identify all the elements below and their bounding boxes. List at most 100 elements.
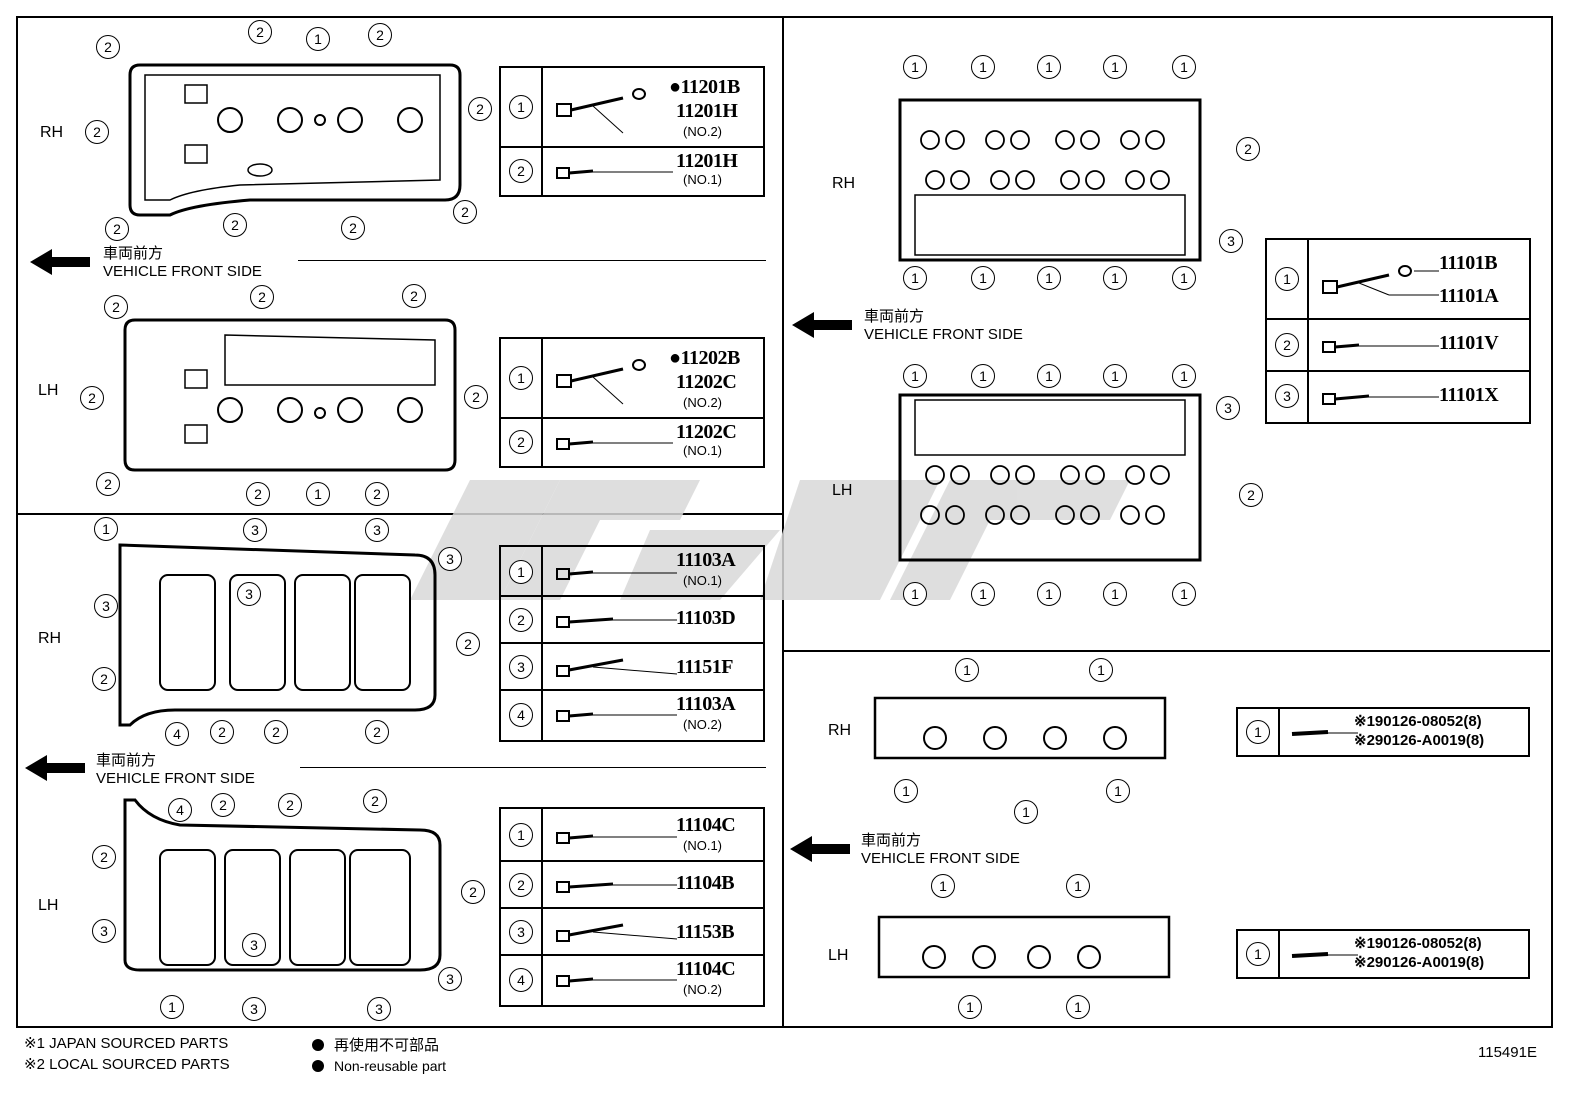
callout-lh-stud: 1 bbox=[958, 995, 982, 1019]
callout-lh-stud: 1 bbox=[931, 874, 955, 898]
front-arrow-icon bbox=[792, 312, 852, 338]
callout-rh-head: 1 bbox=[1103, 266, 1127, 290]
stud-part-2: ※290126-A0019(8) bbox=[1354, 732, 1485, 749]
callout-rh-cover: 2 bbox=[105, 217, 129, 241]
callout-lh-head: 1 bbox=[903, 582, 927, 606]
callout-rh-pan: 1 bbox=[94, 517, 118, 541]
callout-lh-cover: 2 bbox=[402, 284, 426, 308]
stud-rh-table: 1 ※190126-08052(8) ※290126-A0019(8) bbox=[1236, 707, 1530, 757]
stud-rh-drawing bbox=[873, 696, 1167, 760]
callout-rh-stud: 1 bbox=[1106, 779, 1130, 803]
callout-rh-cover: 2 bbox=[468, 97, 492, 121]
callout-lh-pan: 2 bbox=[278, 793, 302, 817]
callout-rh-stud: 1 bbox=[1089, 658, 1113, 682]
part-number: 11104C bbox=[676, 814, 736, 836]
part-sub: (NO.1) bbox=[683, 172, 722, 187]
bullet-icon bbox=[312, 1060, 324, 1072]
stud-lh-table: 1 ※190126-08052(8) ※290126-A0019(8) bbox=[1236, 929, 1530, 979]
bolt-short-icon bbox=[556, 438, 673, 450]
table-row: 1 ●11201B 11201H (NO.2) bbox=[501, 68, 763, 148]
table-row: 2 11103D bbox=[501, 597, 763, 644]
callout-rh-pan: 2 bbox=[264, 720, 288, 744]
callout-lh-pan: 2 bbox=[461, 880, 485, 904]
callout-rh-pan: 3 bbox=[237, 582, 261, 606]
row-number: 3 bbox=[509, 655, 533, 679]
table-row: 2 11104B bbox=[501, 862, 763, 909]
callout-rh-head: 1 bbox=[971, 266, 995, 290]
drawing-frame bbox=[16, 16, 1553, 1028]
callout-rh-head: 1 bbox=[1172, 266, 1196, 290]
callout-rh-stud: 1 bbox=[955, 658, 979, 682]
pan-lh-drawing bbox=[123, 798, 442, 972]
bolt-medium-icon bbox=[1322, 393, 1439, 405]
head-rh-label: RH bbox=[832, 175, 856, 192]
head-table: 1 11101B 11101A 2 11101V 3 11101X bbox=[1265, 238, 1531, 424]
table-row: 3 11101X bbox=[1267, 372, 1529, 422]
head-lh-label: LH bbox=[832, 482, 853, 499]
table-row: 2 11202C (NO.1) bbox=[501, 419, 763, 466]
callout-rh-cover: 1 bbox=[306, 27, 330, 51]
part-number: 11103A bbox=[676, 549, 736, 571]
part-number: 11103D bbox=[676, 607, 736, 629]
callout-lh-pan: 3 bbox=[367, 997, 391, 1021]
callout-lh-pan: 3 bbox=[242, 933, 266, 957]
table-row: 2 11201H (NO.1) bbox=[501, 148, 763, 195]
part-sub: (NO.1) bbox=[683, 443, 722, 458]
drawing-number: 115491E bbox=[1478, 1044, 1537, 1061]
callout-rh-cover: 2 bbox=[85, 120, 109, 144]
callout-lh-pan: 2 bbox=[92, 845, 116, 869]
front-arrow-icon bbox=[30, 249, 90, 275]
part-number-extra: ●11202B bbox=[669, 347, 740, 369]
callout-lh-head: 1 bbox=[971, 364, 995, 388]
table-row: 1 11101B 11101A bbox=[1267, 240, 1529, 320]
bolt-short-icon bbox=[556, 167, 673, 179]
bolt-short-icon bbox=[556, 710, 677, 722]
row-number: 2 bbox=[509, 873, 533, 897]
callout-rh-cover: 2 bbox=[248, 20, 272, 44]
stud-icon bbox=[1291, 730, 1358, 736]
callout-lh-head: 1 bbox=[1103, 364, 1127, 388]
callout-lh-cover: 1 bbox=[306, 482, 330, 506]
callout-rh-cover: 2 bbox=[223, 213, 247, 237]
stud-rh-label: RH bbox=[828, 722, 852, 739]
front-arrow-icon bbox=[25, 755, 85, 781]
callout-lh-cover: 2 bbox=[250, 285, 274, 309]
part-number: 11104C bbox=[676, 958, 736, 980]
callout-rh-head: 1 bbox=[1037, 266, 1061, 290]
table-row: 3 11153B bbox=[501, 909, 763, 956]
row-number: 1 bbox=[1246, 942, 1270, 966]
pan-rh-table: 1 11103A (NO.1) 2 11103D 3 11151F 4 bbox=[499, 545, 765, 742]
callout-lh-head: 1 bbox=[1037, 582, 1061, 606]
bolt-short-icon bbox=[556, 832, 677, 844]
left-divider bbox=[16, 513, 784, 515]
row-number: 4 bbox=[509, 968, 533, 992]
callout-rh-head: 1 bbox=[903, 266, 927, 290]
callout-rh-pan: 3 bbox=[438, 547, 462, 571]
part-number: 11103A bbox=[676, 693, 736, 715]
head-rh-drawing bbox=[898, 98, 1202, 262]
callout-lh-head: 1 bbox=[971, 582, 995, 606]
table-row: 1 11103A (NO.1) bbox=[501, 547, 763, 597]
callout-lh-head: 1 bbox=[1103, 582, 1127, 606]
part-sub: (NO.2) bbox=[683, 717, 722, 732]
callout-rh-head: 2 bbox=[1236, 137, 1260, 161]
callout-lh-pan: 3 bbox=[242, 997, 266, 1021]
callout-rh-head: 1 bbox=[1172, 55, 1196, 79]
callout-lh-stud: 1 bbox=[1066, 874, 1090, 898]
callout-lh-pan: 1 bbox=[160, 995, 184, 1019]
bolt-long-icon bbox=[556, 88, 646, 134]
legend-jp: 再使用不可部品 bbox=[312, 1034, 439, 1055]
center-divider bbox=[782, 16, 784, 1026]
front-rule bbox=[300, 767, 766, 768]
front-arrow-icon bbox=[790, 836, 850, 862]
part-number-extra: ●11201B bbox=[669, 76, 740, 98]
callout-lh-pan: 2 bbox=[363, 789, 387, 813]
table-row: 3 11151F bbox=[501, 644, 763, 691]
stud-lh-drawing bbox=[877, 915, 1171, 979]
right-divider bbox=[784, 650, 1550, 652]
bolt-medium-icon bbox=[556, 616, 677, 628]
callout-rh-cover: 2 bbox=[453, 200, 477, 224]
bolt-medium-icon bbox=[556, 881, 677, 893]
part-number: 11153B bbox=[676, 921, 735, 943]
